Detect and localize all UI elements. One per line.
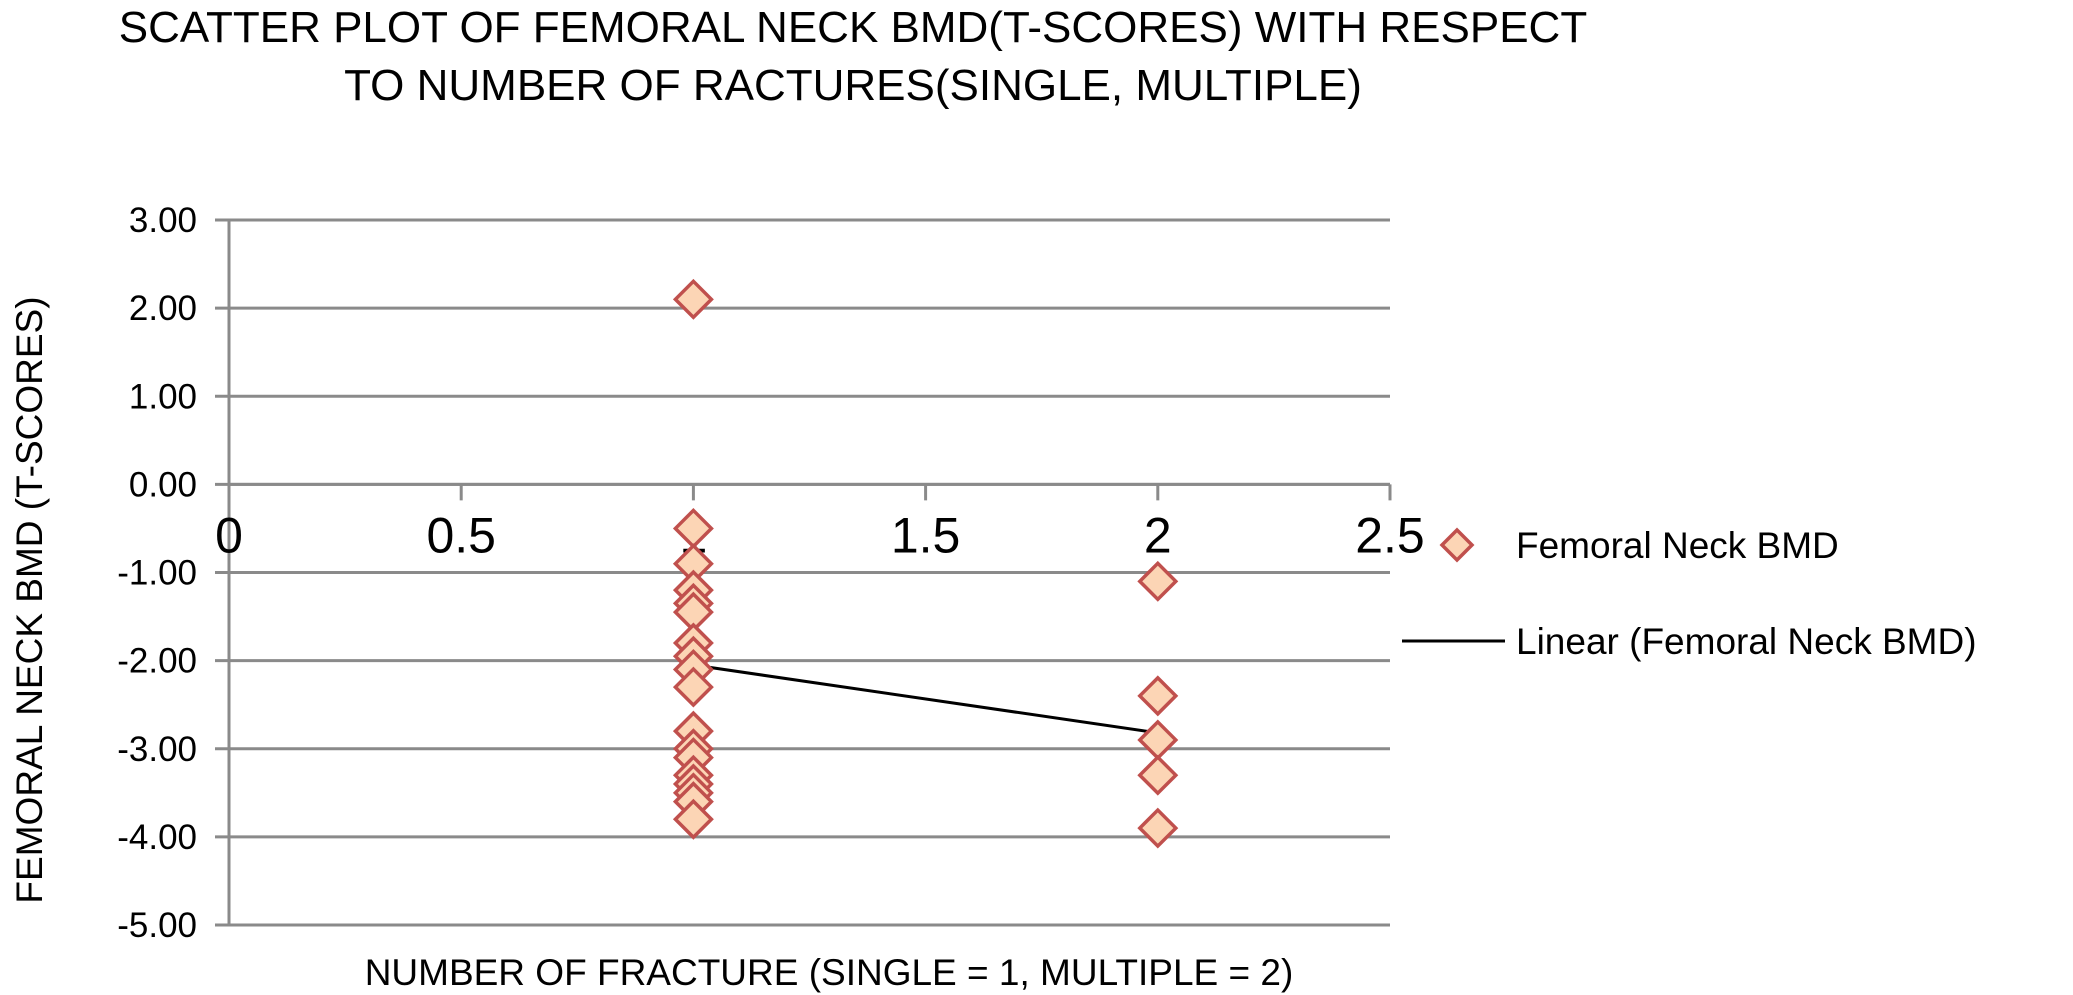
- legend-label-series: Femoral Neck BMD: [1516, 525, 1839, 566]
- y-axis-label: FEMORAL NECK BMD (T-SCORES): [9, 296, 50, 903]
- y-tick-label: -1.00: [117, 554, 197, 593]
- data-point: [1137, 719, 1179, 761]
- data-point: [1137, 675, 1179, 717]
- chart-title-line: SCATTER PLOT OF FEMORAL NECK BMD(T-SCORE…: [119, 3, 1587, 52]
- data-point: [1137, 807, 1179, 849]
- data-point: [672, 666, 714, 708]
- y-tick-label: 1.00: [129, 377, 197, 416]
- x-tick-labels: 00.511.522.5: [215, 507, 1425, 563]
- chart-title-line: TO NUMBER OF RACTURES(SINGLE, MULTIPLE): [344, 61, 1362, 110]
- x-tick-label: 2.5: [1355, 507, 1425, 563]
- y-tick-label: -2.00: [117, 642, 197, 681]
- data-point: [672, 278, 714, 320]
- y-tick-label: -5.00: [117, 906, 197, 945]
- data-points: [672, 278, 1179, 849]
- y-tick-label: -3.00: [117, 730, 197, 769]
- legend-label-trendline: Linear (Femoral Neck BMD): [1516, 621, 1977, 662]
- gridlines: [215, 218, 1390, 927]
- data-point: [1137, 560, 1179, 602]
- y-tick-label: 0.00: [129, 465, 197, 504]
- chart-title: SCATTER PLOT OF FEMORAL NECK BMD(T-SCORE…: [119, 3, 1587, 110]
- legend-marker-diamond: [1439, 527, 1475, 563]
- x-tick-label: 2: [1144, 507, 1172, 563]
- data-point: [1137, 754, 1179, 796]
- y-tick-label: -4.00: [117, 818, 197, 857]
- x-tick-label: 1.5: [891, 507, 961, 563]
- x-axis-label: NUMBER OF FRACTURE (SINGLE = 1, MULTIPLE…: [365, 952, 1294, 993]
- y-tick-labels: 3.00 2.00 1.00 0.00 -1.00 -2.00 -3.00 -4.00 -5.0…: [117, 201, 197, 945]
- x-tick-label: 0: [215, 507, 243, 563]
- trendline: [693, 663, 1159, 735]
- data-point: [672, 798, 714, 840]
- legend: Femoral Neck BMD Linear (Femoral Neck BMD…: [1402, 525, 1977, 662]
- y-tick-label: 3.00: [129, 201, 197, 240]
- y-tick-label: 2.00: [129, 289, 197, 328]
- axes: [227, 220, 1392, 925]
- x-tick-label: 0.5: [426, 507, 496, 563]
- linear-trendline: [693, 663, 1159, 735]
